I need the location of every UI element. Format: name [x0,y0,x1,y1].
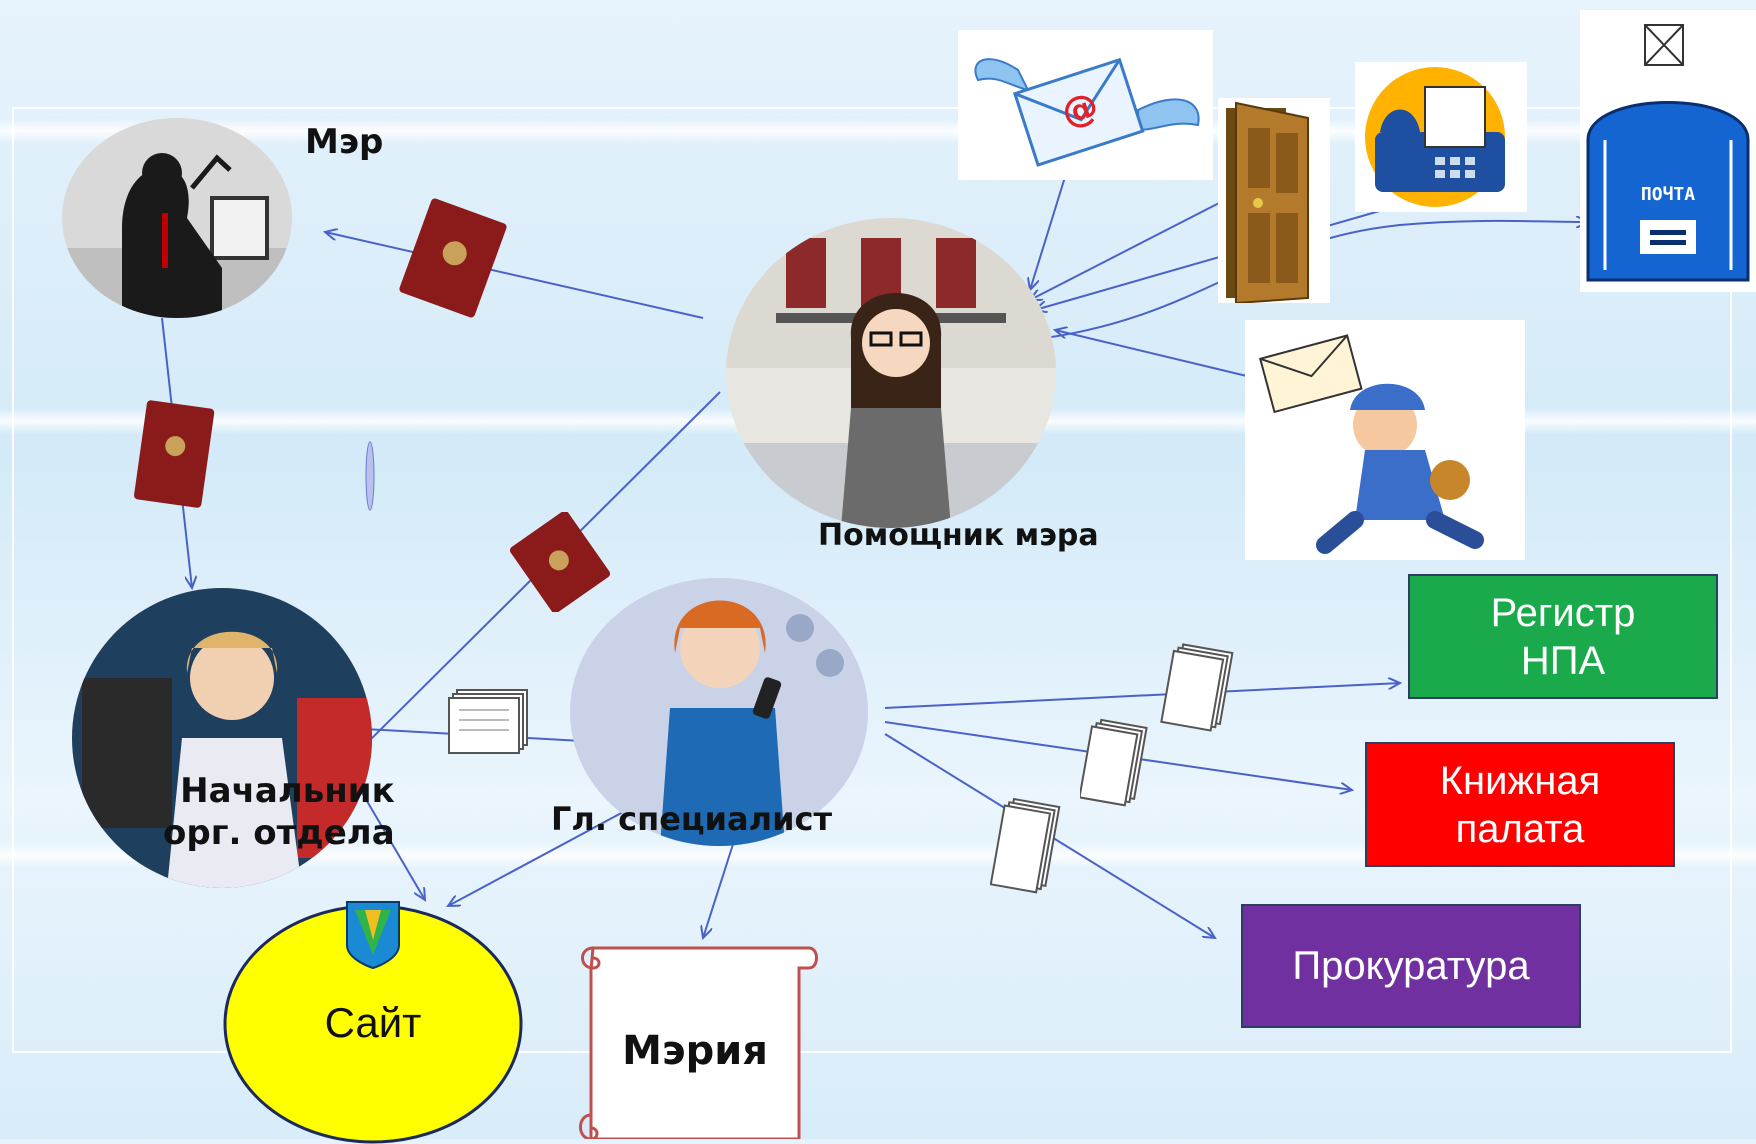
content-frame [12,107,1732,1053]
site-node[interactable]: Сайт [222,901,524,1144]
arrow-email-to-assistant [1030,176,1066,290]
specialist-label: Гл. специалист [551,800,833,838]
arrow-fax-to-assistant [1035,207,1391,310]
arrow-specialist-to-cityhall [703,837,736,938]
scroll-shape [579,946,818,1139]
site-label: Сайт [324,999,422,1046]
document-stack-icon [445,680,540,758]
assistant-label: Помощник мэра [818,518,1099,553]
mailbox-icon: ПОЧТА [1580,10,1756,292]
document-stack-icon [1160,640,1240,735]
cityhall-label: Мэрия [622,1028,768,1074]
register-box[interactable]: Регистр НПА [1408,574,1718,699]
arrow-to-register [884,683,1400,709]
document-stack-icon [989,792,1065,900]
arrow-assistant-to-post [1029,221,1588,341]
red-folder-icon [388,198,518,318]
email-icon: @ [958,30,1213,180]
mayor-illustration [62,118,292,318]
red-folder-icon [128,396,220,514]
fax-icon [1355,62,1527,212]
red-folder-icon [500,510,620,614]
thin-ellipse-shape [364,440,376,512]
mailbox-label: ПОЧТА [1640,184,1696,205]
document-stack-icon [1078,715,1150,811]
head-label: Начальник орг. отдела [163,771,395,853]
specialist-illustration [570,578,868,846]
book-chamber-box[interactable]: Книжная палата [1365,742,1675,867]
prosecutor-box[interactable]: Прокуратура [1241,904,1581,1028]
door-icon [1218,98,1330,305]
arrow-assistant-to-mayor [325,232,704,319]
arrow-visitor-to-assistant [1030,199,1226,300]
coat-of-arms-icon [345,900,401,970]
head-illustration [72,588,372,888]
cityhall-node[interactable]: Мэрия [563,940,825,1139]
courier-illustration [1245,320,1525,560]
arrow-courier-to-assistant [1055,330,1256,379]
mayor-label: Мэр [305,122,384,162]
assistant-illustration [726,218,1056,528]
